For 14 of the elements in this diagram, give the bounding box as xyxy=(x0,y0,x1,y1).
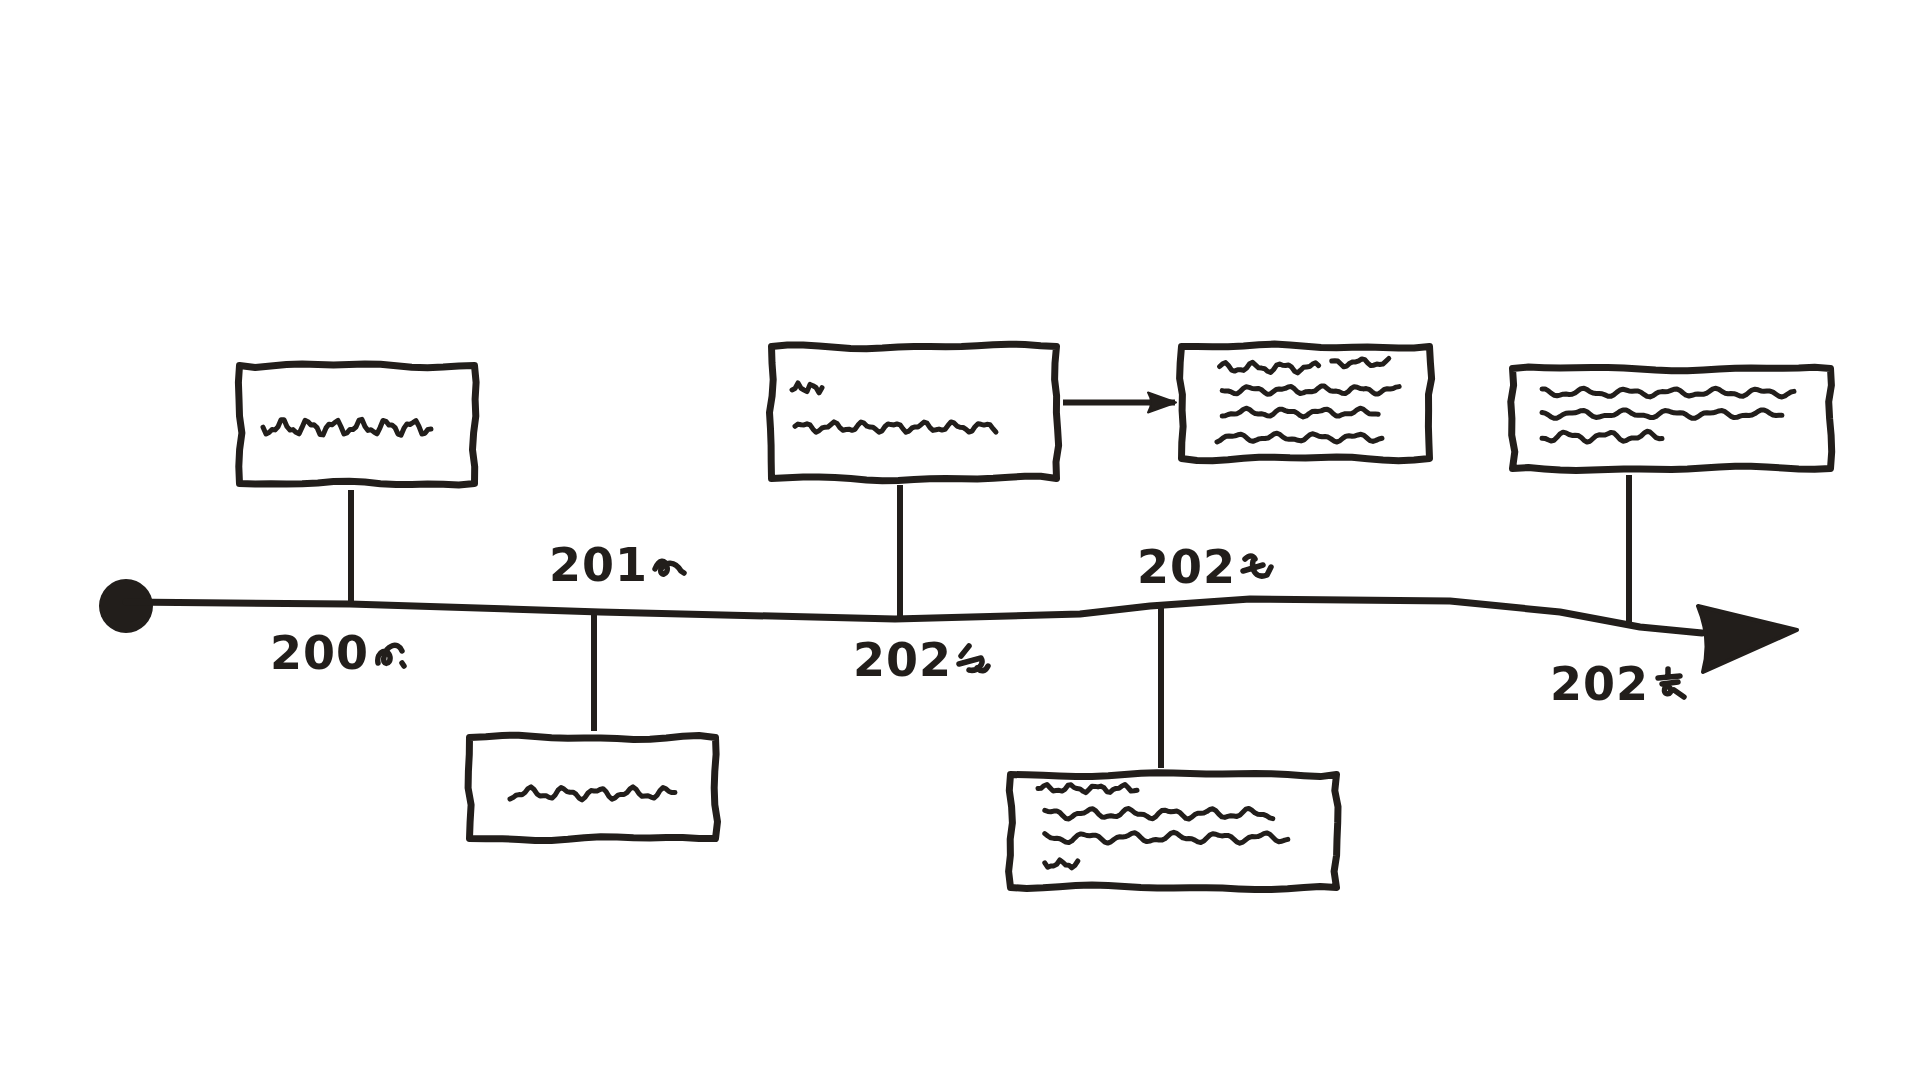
connector-line xyxy=(1158,605,1164,768)
note-box xyxy=(1175,340,1436,465)
note-box xyxy=(233,359,481,490)
note-box xyxy=(1004,768,1343,894)
note-box xyxy=(765,340,1063,485)
year-label: 201 xyxy=(549,542,649,588)
year-label: 200 xyxy=(270,630,370,676)
connector-line xyxy=(1626,475,1632,625)
note-box xyxy=(1506,362,1837,475)
connector-line xyxy=(897,485,903,619)
year-label: 202 xyxy=(1550,661,1650,707)
year-label: 202 xyxy=(1137,544,1237,590)
note-box xyxy=(463,731,722,845)
year-label: 202 xyxy=(853,637,953,683)
